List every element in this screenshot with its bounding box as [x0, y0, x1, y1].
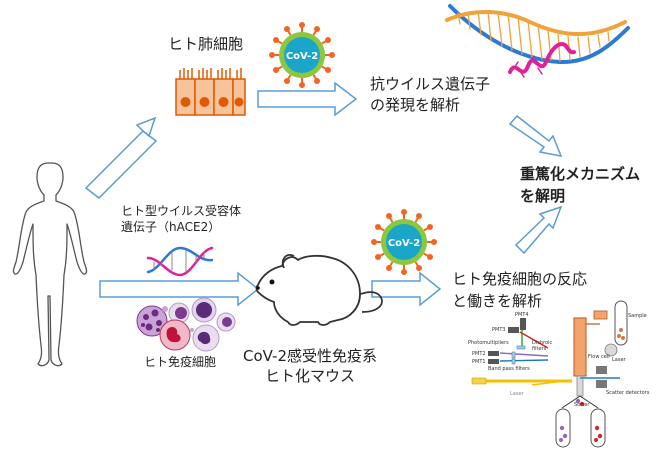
- svg-text:PMT1: PMT1: [472, 359, 486, 365]
- pmt2-module: [488, 351, 499, 356]
- humanized-mouse-label: CoV-2感受性免疫系 ヒト化マウス: [240, 347, 380, 386]
- immune-cells: [136, 297, 236, 352]
- immune-response-line1: ヒト免疫細胞の反応: [452, 270, 588, 288]
- antiviral-analysis-line2: の発現を解析: [370, 96, 461, 114]
- humanized-mouse-line1: CoV-2感受性免疫系: [243, 347, 377, 365]
- svg-text:PMT2: PMT2: [472, 351, 486, 357]
- receptor-gene-line1: ヒト型ウイルス受容体: [121, 204, 242, 218]
- immune-response-line2: と働きを解析: [452, 292, 543, 310]
- arrow-antiviral-to-mechanism: [508, 114, 563, 157]
- mouse-eye: [269, 279, 275, 285]
- antiviral-analysis-line1: 抗ウイルス遺伝子: [370, 75, 491, 93]
- flow-cytometer-diagram: PMT4 PMT3 PMT2 PMT1 Photomultipliers Dic…: [468, 300, 650, 448]
- svg-text:PMT4: PMT4: [515, 312, 529, 318]
- arrow-human-to-lung: [84, 116, 158, 199]
- svg-text:CoV-2: CoV-2: [286, 51, 318, 62]
- svg-text:Photomultipliers: Photomultipliers: [468, 340, 509, 346]
- arrow-response-to-mechanism: [514, 205, 563, 255]
- arrow-human-to-mouse: [99, 271, 260, 307]
- mouse-nose: [256, 286, 260, 290]
- svg-text:filters: filters: [532, 346, 547, 352]
- dna-rna-illustration: [445, 4, 630, 78]
- virus-top: CoV-2: [268, 21, 336, 89]
- svg-text:Sorter: Sorter: [574, 402, 590, 408]
- svg-text:PMT3: PMT3: [492, 327, 506, 333]
- lung-cells-label: ヒト肺細胞: [168, 35, 244, 53]
- svg-text:Band pass filters: Band pass filters: [488, 366, 530, 372]
- svg-text:Laser: Laser: [612, 357, 627, 363]
- humanized-mouse-line2: ヒト化マウス: [264, 366, 355, 385]
- svg-text:Sample: Sample: [628, 313, 647, 319]
- pmt4-module: [520, 318, 526, 330]
- human-body-figure: [12, 162, 88, 367]
- mouse-illustration: [255, 254, 383, 326]
- svg-text:Flow cell: Flow cell: [588, 354, 610, 360]
- virus-bottom: CoV-2: [370, 208, 438, 276]
- lung-cells: [175, 68, 246, 116]
- mechanism-line1: 重篤化メカニズム: [520, 165, 641, 183]
- svg-text:Dichroic: Dichroic: [532, 340, 553, 346]
- mechanism-line2: を解明: [520, 187, 566, 205]
- immune-cells-label: ヒト免疫細胞: [144, 355, 217, 369]
- arrow-lung-to-analysis: [257, 81, 358, 117]
- pmt3-module: [508, 327, 519, 333]
- hace2-dna-icon: [146, 246, 214, 277]
- receptor-gene-line2: 遺伝子（hACE2）: [121, 220, 221, 234]
- svg-text:CoV-2: CoV-2: [388, 238, 420, 249]
- svg-text:Laser: Laser: [510, 391, 525, 397]
- pmt1-module: [488, 359, 499, 364]
- svg-text:Scatter detectors: Scatter detectors: [606, 390, 650, 396]
